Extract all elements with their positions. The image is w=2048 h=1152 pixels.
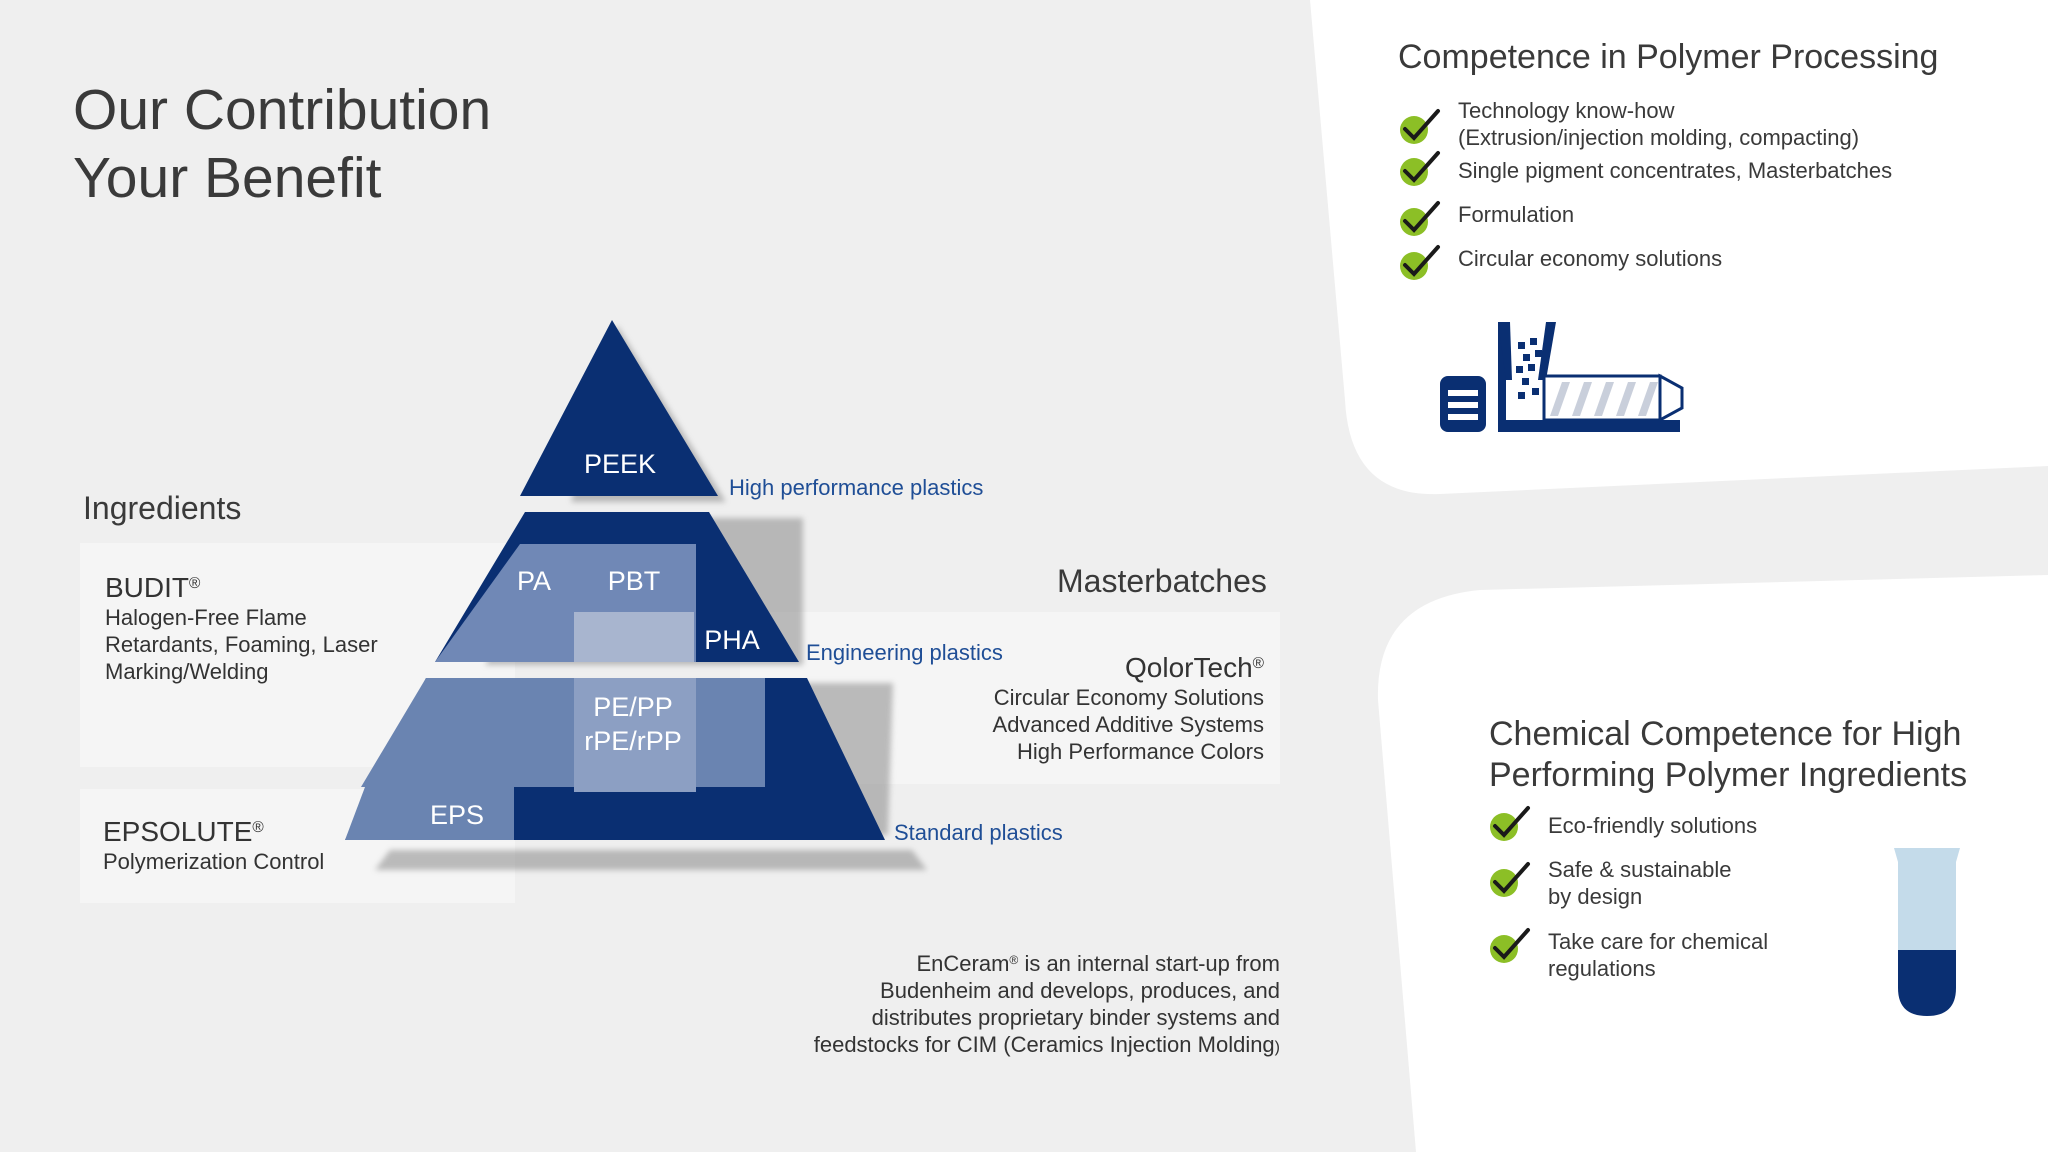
page-title: Our Contribution Your Benefit	[73, 76, 491, 212]
pe-pp-label: PE/PP	[593, 692, 673, 722]
checkmark-icon	[1400, 245, 1440, 280]
budit-desc-2: Retardants, Foaming, Laser	[105, 632, 378, 657]
checkmark-icon	[1400, 201, 1440, 236]
pyramid-overlay-pe-pp	[361, 678, 765, 787]
tier-high-performance: High performance plastics	[729, 475, 984, 500]
list-item: Formulation	[1398, 201, 1998, 245]
chemical-competence-list: Eco-friendly solutions Safe & sustainabl…	[1488, 806, 1848, 988]
list-item: Technology know-how (Extrusion/injection…	[1398, 97, 1998, 150]
ingredients-heading: Ingredients	[83, 490, 242, 526]
enceram-line-4: feedstocks for CIM (Ceramics Injection M…	[813, 1032, 1280, 1057]
pha-label: PHA	[704, 625, 760, 655]
tier-engineering: Engineering plastics	[806, 640, 1003, 665]
checkmark-icon	[1400, 109, 1440, 144]
checkmark-icon	[1490, 862, 1530, 897]
extruder-icon	[1440, 322, 1684, 432]
masterbatches-heading: Masterbatches	[1057, 563, 1267, 599]
pbt-label: PBT	[607, 566, 661, 596]
enceram-line-2: Budenheim and develops, produces, and	[880, 978, 1280, 1003]
list-item: Take care for chemical regulations	[1488, 928, 1848, 988]
list-item: Eco-friendly solutions	[1488, 806, 1848, 856]
list-item: Safe & sustainable by design	[1488, 856, 1848, 916]
epsolute-desc: Polymerization Control	[103, 849, 325, 874]
pyramid-pha-box	[574, 612, 694, 662]
epsolute-block: EPSOLUTE® Polymerization Control	[103, 816, 324, 875]
title-line-1: Our Contribution	[73, 78, 492, 142]
test-tube-icon	[1894, 848, 1960, 1016]
polymer-processing-title: Competence in Polymer Processing	[1398, 38, 1939, 76]
peek-label: PEEK	[583, 449, 657, 479]
qolortech-name: QolorTech®	[1125, 652, 1264, 683]
qolortech-desc-1: Circular Economy Solutions	[993, 685, 1264, 710]
pyramid-pepp-box	[574, 678, 696, 792]
checkmark-icon	[1400, 151, 1440, 186]
enceram-line-1: EnCeram® is an internal start-up from	[916, 951, 1280, 976]
qolortech-desc-2: Advanced Additive Systems	[992, 712, 1264, 737]
top-right-panel	[1310, 0, 2048, 495]
budit-name: BUDIT®	[105, 572, 201, 603]
budit-block: BUDIT® Halogen-Free Flame Retardants, Fo…	[105, 572, 378, 685]
checkmark-icon	[1490, 806, 1530, 841]
budit-desc-1: Halogen-Free Flame	[105, 605, 307, 630]
pyramid-overlay-eps	[345, 787, 514, 840]
list-item: Circular economy solutions	[1398, 245, 1998, 289]
checkmark-icon	[1490, 928, 1530, 963]
chemical-competence-title: Chemical Competence for High Performing …	[1489, 715, 1968, 794]
pyramid-diagram	[345, 320, 927, 870]
epsolute-name: EPSOLUTE®	[103, 816, 264, 847]
pyramid-tier-high	[520, 320, 718, 496]
qolortech-desc-3: High Performance Colors	[1017, 739, 1264, 764]
list-item: Single pigment concentrates, Masterbatch…	[1398, 151, 1998, 201]
polymer-processing-list: Technology know-how (Extrusion/injection…	[1398, 97, 1998, 289]
pa-label: PA	[516, 566, 551, 596]
budit-desc-3: Marking/Welding	[105, 659, 269, 684]
title-line-2: Your Benefit	[73, 146, 382, 210]
bottom-right-panel	[1377, 575, 2048, 1152]
qolortech-block: QolorTech® Circular Economy Solutions Ad…	[900, 652, 1264, 765]
tier-standard: Standard plastics	[894, 820, 1063, 845]
eps-label: EPS	[429, 800, 485, 830]
enceram-line-3: distributes proprietary binder systems a…	[871, 1005, 1280, 1030]
enceram-note: EnCeram® is an internal start-up from Bu…	[760, 950, 1280, 1061]
rpe-rpp-label: rPE/rPP	[584, 726, 682, 756]
